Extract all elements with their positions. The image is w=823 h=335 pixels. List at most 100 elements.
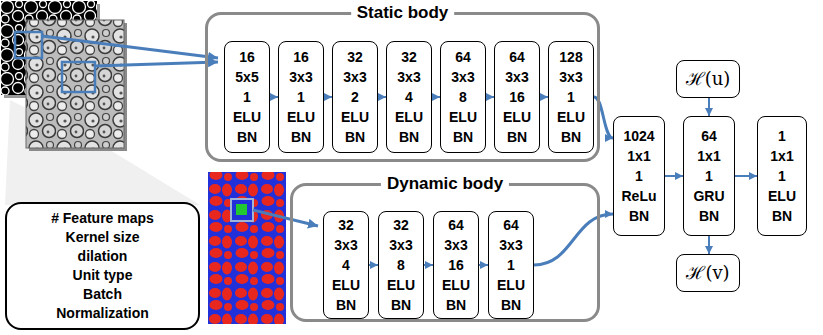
node-text: 3x3 bbox=[444, 235, 467, 255]
node-text: 3x3 bbox=[559, 67, 582, 87]
node-text: Batch Normalization bbox=[56, 285, 149, 323]
conv-layer-box: 643x31ELUBN bbox=[488, 211, 534, 319]
module-group: Dynamic body323x34ELUBN323x38ELUBN643x31… bbox=[290, 183, 600, 322]
node-text: 1024 bbox=[623, 126, 654, 146]
hidden-state-box: ℋ(v) bbox=[676, 254, 740, 292]
node-text: 4 bbox=[405, 87, 413, 107]
group-title: Static body bbox=[351, 3, 455, 23]
node-text: 16 bbox=[448, 255, 464, 275]
node-text: 1 bbox=[778, 166, 786, 186]
node-text: 64 bbox=[509, 47, 525, 67]
flow-arrow bbox=[486, 96, 494, 98]
node-text: 64 bbox=[503, 215, 519, 235]
node-text: GRU bbox=[693, 186, 724, 206]
node-text: 5x5 bbox=[235, 67, 258, 87]
flow-arrow bbox=[708, 98, 710, 116]
node-text: BN bbox=[453, 127, 473, 147]
node-text: 1 bbox=[507, 255, 515, 275]
node-text: BN bbox=[501, 295, 521, 315]
flow-arrow bbox=[324, 96, 332, 98]
flow-arrow bbox=[540, 96, 548, 98]
flow-arrow bbox=[270, 96, 278, 98]
node-text: 32 bbox=[393, 215, 409, 235]
node-text: 1 bbox=[778, 126, 786, 146]
node-text: ℋ(u) bbox=[686, 67, 731, 91]
conv-layer-box: 643x316ELUBN bbox=[433, 211, 479, 319]
node-text: 64 bbox=[701, 126, 717, 146]
flow-arrow bbox=[378, 96, 386, 98]
node-text: 16 bbox=[239, 47, 255, 67]
node-text: 32 bbox=[401, 47, 417, 67]
node-text: ELU bbox=[287, 107, 315, 127]
node-text: ELU bbox=[503, 107, 531, 127]
node-text: 32 bbox=[347, 47, 363, 67]
flow-arrow bbox=[534, 214, 613, 265]
node-text: 1 bbox=[705, 166, 713, 186]
node-text: BN bbox=[399, 127, 419, 147]
flow-arrow bbox=[479, 264, 488, 266]
flow-arrow bbox=[665, 175, 683, 177]
flow-arrow bbox=[735, 175, 757, 177]
conv-layer-box: 165x51ELUBN bbox=[224, 41, 270, 153]
node-text: BN bbox=[336, 295, 356, 315]
flow-arrow bbox=[424, 264, 433, 266]
key-box: # Feature mapsKernel sizedilationUnit ty… bbox=[5, 202, 200, 330]
node-text: dilation bbox=[78, 247, 128, 266]
node-text: BN bbox=[291, 127, 311, 147]
node-text: ℋ(v) bbox=[686, 261, 729, 285]
node-text: BN bbox=[345, 127, 365, 147]
node-text: 1x1 bbox=[627, 146, 650, 166]
conv-layer-box: 323x32ELUBN bbox=[332, 41, 378, 153]
node-text: 3x3 bbox=[389, 235, 412, 255]
node-text: ELU bbox=[497, 275, 525, 295]
node-text: ELU bbox=[233, 107, 261, 127]
conv-layer-box: 323x38ELUBN bbox=[378, 211, 424, 319]
conv-layer-box: 643x316ELUBN bbox=[494, 41, 540, 153]
node-text: Kernel size bbox=[66, 228, 140, 247]
flow-arrow bbox=[708, 236, 710, 254]
conv-layer-box: 163x31ELUBN bbox=[278, 41, 324, 153]
node-text: ELU bbox=[341, 107, 369, 127]
node-text: 8 bbox=[459, 87, 467, 107]
node-text: 2 bbox=[351, 87, 359, 107]
conv-layer-box: 323x34ELUBN bbox=[323, 211, 369, 319]
conv-layer-box: 1283x31ELUBN bbox=[548, 41, 594, 153]
node-text: 64 bbox=[448, 215, 464, 235]
output-layer-box: 11x11ELUBN bbox=[757, 116, 807, 236]
node-text: BN bbox=[629, 206, 649, 226]
node-text: BN bbox=[699, 206, 719, 226]
node-text: ELU bbox=[332, 275, 360, 295]
node-text: 16 bbox=[509, 87, 525, 107]
node-text: 3x3 bbox=[289, 67, 312, 87]
node-text: ELU bbox=[387, 275, 415, 295]
node-text: 3x3 bbox=[334, 235, 357, 255]
node-text: # Feature maps bbox=[51, 209, 154, 228]
node-text: 3x3 bbox=[397, 67, 420, 87]
node-text: 4 bbox=[342, 255, 350, 275]
node-text: 128 bbox=[559, 47, 582, 67]
group-title: Dynamic body bbox=[381, 174, 509, 194]
node-text: 1x1 bbox=[770, 146, 793, 166]
node-text: 1 bbox=[635, 166, 643, 186]
node-text: 3x3 bbox=[451, 67, 474, 87]
node-text: ELU bbox=[449, 107, 477, 127]
conv-layer-box: 323x34ELUBN bbox=[386, 41, 432, 153]
node-text: 8 bbox=[397, 255, 405, 275]
node-text: BN bbox=[772, 206, 792, 226]
node-text: BN bbox=[446, 295, 466, 315]
node-text: 16 bbox=[293, 47, 309, 67]
node-text: 32 bbox=[338, 215, 354, 235]
node-text: 3x3 bbox=[343, 67, 366, 87]
node-text: 3x3 bbox=[505, 67, 528, 87]
node-text: 1 bbox=[297, 87, 305, 107]
dense-layer-box: 10241x11ReLuBN bbox=[613, 116, 665, 236]
flow-arrow bbox=[432, 96, 440, 98]
hidden-state-box: ℋ(u) bbox=[676, 60, 740, 98]
node-text: 64 bbox=[455, 47, 471, 67]
flow-arrow bbox=[369, 264, 378, 266]
node-text: ReLu bbox=[622, 186, 657, 206]
node-text: ELU bbox=[395, 107, 423, 127]
gru-layer-box: 641x11GRUBN bbox=[683, 116, 735, 236]
node-text: 1 bbox=[567, 87, 575, 107]
node-text: 1 bbox=[243, 87, 251, 107]
